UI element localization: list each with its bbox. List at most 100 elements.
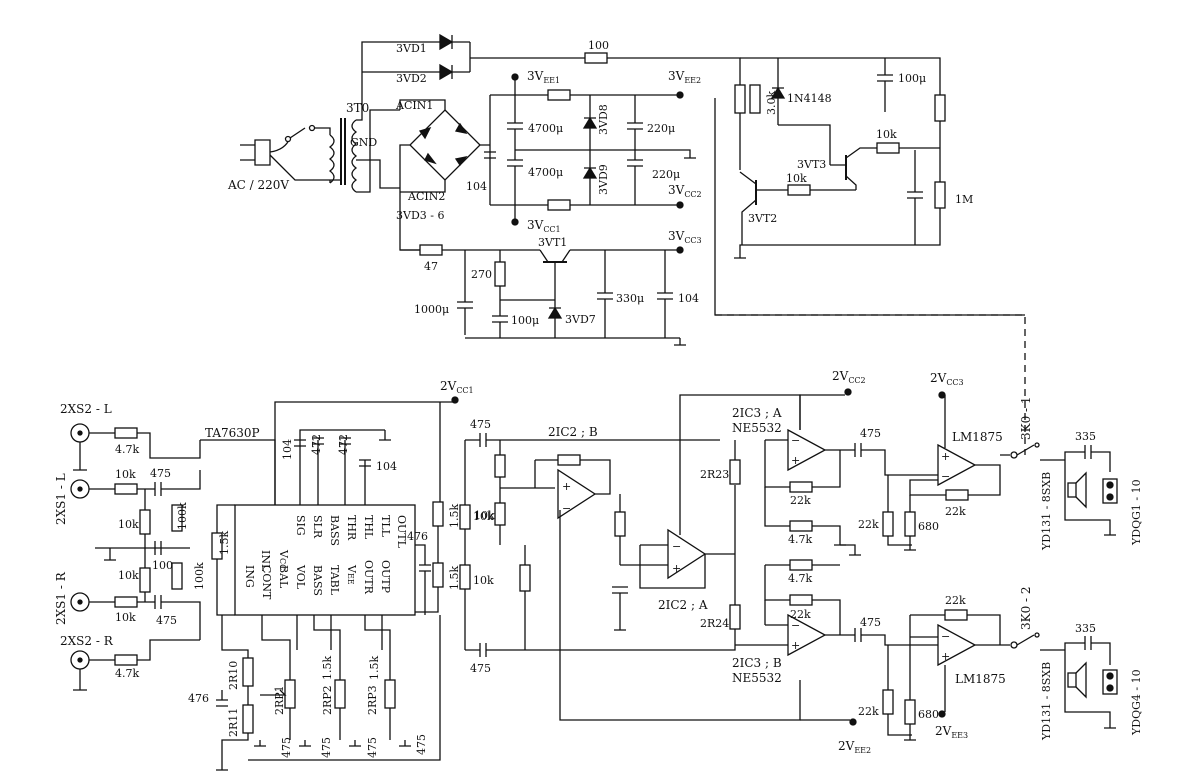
resistor-22k-3a-label: 22k xyxy=(790,494,811,507)
ic3b-type: NE5532 xyxy=(732,671,782,685)
pin-slr: SLR xyxy=(311,515,324,539)
resistor-22k-3a xyxy=(789,481,813,493)
jack-2xs2r-label: 2XS2 - R xyxy=(60,634,114,648)
resistor-2r23 xyxy=(729,459,741,485)
pot-2rp2-value: 1.5k xyxy=(321,656,334,680)
diode-3vd2-label: 3VD2 xyxy=(396,72,427,85)
amp-lm1875-a-icon: +− xyxy=(937,443,977,487)
bridge-in2-label: ACIN2 xyxy=(407,190,445,203)
input-section: 2XS2 - L 2XS1 - L 2XS1 - R 2XS2 - R 4.7k… xyxy=(54,402,276,691)
cap-335a-label: 335 xyxy=(1075,430,1096,443)
jack-2xs2r-icon xyxy=(70,650,90,691)
vcc1-label: 3VCC1 xyxy=(527,218,561,234)
transformer-label: 3T0 xyxy=(346,101,369,115)
bridge-ref-label: 3VD3 - 6 xyxy=(396,209,444,222)
pot-2rp3-label: 2RP3 xyxy=(366,685,379,715)
resistor-100k-b-label: 100k xyxy=(193,562,206,590)
pin-outl: OUTL xyxy=(395,515,408,549)
pin-sig: SIG xyxy=(294,515,307,536)
pin-vol: VOL xyxy=(294,564,307,590)
jack-2xs1l-label: 2XS1 - L xyxy=(54,473,68,525)
cap-476-label: 476 xyxy=(407,530,428,543)
resistor-10k-l xyxy=(114,483,138,495)
resistor-15k-r1-label: 1.5k xyxy=(448,504,461,528)
resistor-pre-1 xyxy=(494,454,506,478)
resistor-ps-top xyxy=(547,89,571,101)
cap-100u-label: 100μ xyxy=(898,72,926,85)
ic2a-label: 2IC2 ; A xyxy=(658,598,708,612)
zener-3vd8-label: 3VD8 xyxy=(597,104,610,135)
opamp-2ic3b-icon: −+ xyxy=(787,613,827,657)
cap-4700a-label: 4700μ xyxy=(528,122,563,135)
resistor-10k-tone-a xyxy=(459,504,471,530)
pot-2rp3-value: 1.5k xyxy=(368,656,381,680)
pin-outr: OUTR xyxy=(362,560,375,595)
diode-1n4148-icon xyxy=(770,58,786,125)
ic-pins-top: INL VCC SIG SLR BASS THR THL TLL OUTL xyxy=(259,515,408,572)
tweeter-2-icon xyxy=(1102,669,1118,695)
pin-inl: INL xyxy=(259,550,272,572)
opamp-2ic2b-icon: +− xyxy=(557,468,597,520)
cap-335b-label: 335 xyxy=(1075,622,1096,635)
resistor-2r24-label: 2R24 xyxy=(700,617,729,630)
svg-text:−: − xyxy=(791,434,800,447)
resistor-22k-pa-b xyxy=(882,689,894,715)
relay-2-label: 3K0 - 2 xyxy=(1019,586,1033,630)
resistor-47k-r-label: 4.7k xyxy=(115,667,139,680)
pin-bass-top: BASS xyxy=(328,515,341,546)
resistor-100k-a-label: 100k xyxy=(176,502,189,530)
svg-text:+: + xyxy=(791,454,800,467)
transistor-3vt2-icon xyxy=(739,171,788,245)
cap-475-pa-b-label: 475 xyxy=(860,616,881,629)
diode-3vd2-icon xyxy=(380,63,470,81)
transistor-3vt1-label: 3VT1 xyxy=(538,236,567,249)
svg-text:−: − xyxy=(941,470,950,483)
resistor-10k-l2 xyxy=(139,509,151,535)
resistor-22k-pa-a xyxy=(882,511,894,537)
cap-104b-label: 104 xyxy=(678,292,699,305)
transistor-3vt3-icon xyxy=(830,147,877,190)
ic2b-label: 2IC2 ; B xyxy=(548,425,598,439)
resistor-270-label: 270 xyxy=(471,268,492,281)
cap-475-tone-label: 475 xyxy=(470,418,491,431)
vee2-label: 3VEE2 xyxy=(668,69,701,85)
cap-1000-label: 1000μ xyxy=(414,303,449,316)
amp-lm1875-b-label: LM1875 xyxy=(955,672,1006,686)
cap-220b-label: 220μ xyxy=(652,168,680,181)
pin-outp: OUTP xyxy=(379,560,392,594)
cap-100-label: 100μ xyxy=(511,314,539,327)
resistor-10k-prot-a xyxy=(787,184,811,196)
resistor-100k-a xyxy=(171,504,183,532)
vcc3-label: 3VCC3 xyxy=(668,229,702,245)
resistor-22k-pa-fb-a xyxy=(945,489,969,501)
relay-1-label: 3K0 - 1 xyxy=(1019,396,1033,440)
resistor-10k-l-label: 10k xyxy=(115,468,136,481)
cap-476b-label: 476 xyxy=(188,692,209,705)
resistor-2r11-label: 2R11 xyxy=(227,708,240,737)
transformer-icon xyxy=(328,118,358,193)
svg-text:−: − xyxy=(562,502,571,515)
cap-p3-label: 475 xyxy=(366,737,379,758)
speaker-1-label: YD131 - 8SXB xyxy=(1040,472,1053,551)
speaker-1-icon xyxy=(1067,471,1087,509)
jack-2xs1l-icon xyxy=(70,479,90,499)
resistor-100-label: 100 xyxy=(588,39,609,52)
pin-ing: ING xyxy=(243,565,256,588)
cap-330-label: 330μ xyxy=(616,292,644,305)
cap-472b-label: 472 xyxy=(337,434,350,455)
pot-2rp3 xyxy=(384,679,396,709)
tone-control-ic: TA7630P INL VCC SIG SLR BASS THR THL TLL… xyxy=(188,379,520,771)
resistor-2r10 xyxy=(242,657,254,687)
bridge-in1-label: ACIN1 xyxy=(395,99,433,112)
pin-cont: CONT xyxy=(260,565,273,600)
pot-2rp1-label: 2RP1 xyxy=(273,685,286,715)
transistor-3vt1-icon xyxy=(539,249,571,300)
resistor-22k-pa-fb-a-label: 22k xyxy=(945,505,966,518)
speaker-2-icon xyxy=(1067,661,1087,699)
pin-thl: THL xyxy=(362,515,375,540)
zener-3vd9-icon xyxy=(582,150,598,205)
resistor-pre-fb xyxy=(557,454,581,466)
resistor-2r10-label: 2R10 xyxy=(227,661,240,690)
jack-2xs1r-label: 2XS1 - R xyxy=(54,571,68,625)
